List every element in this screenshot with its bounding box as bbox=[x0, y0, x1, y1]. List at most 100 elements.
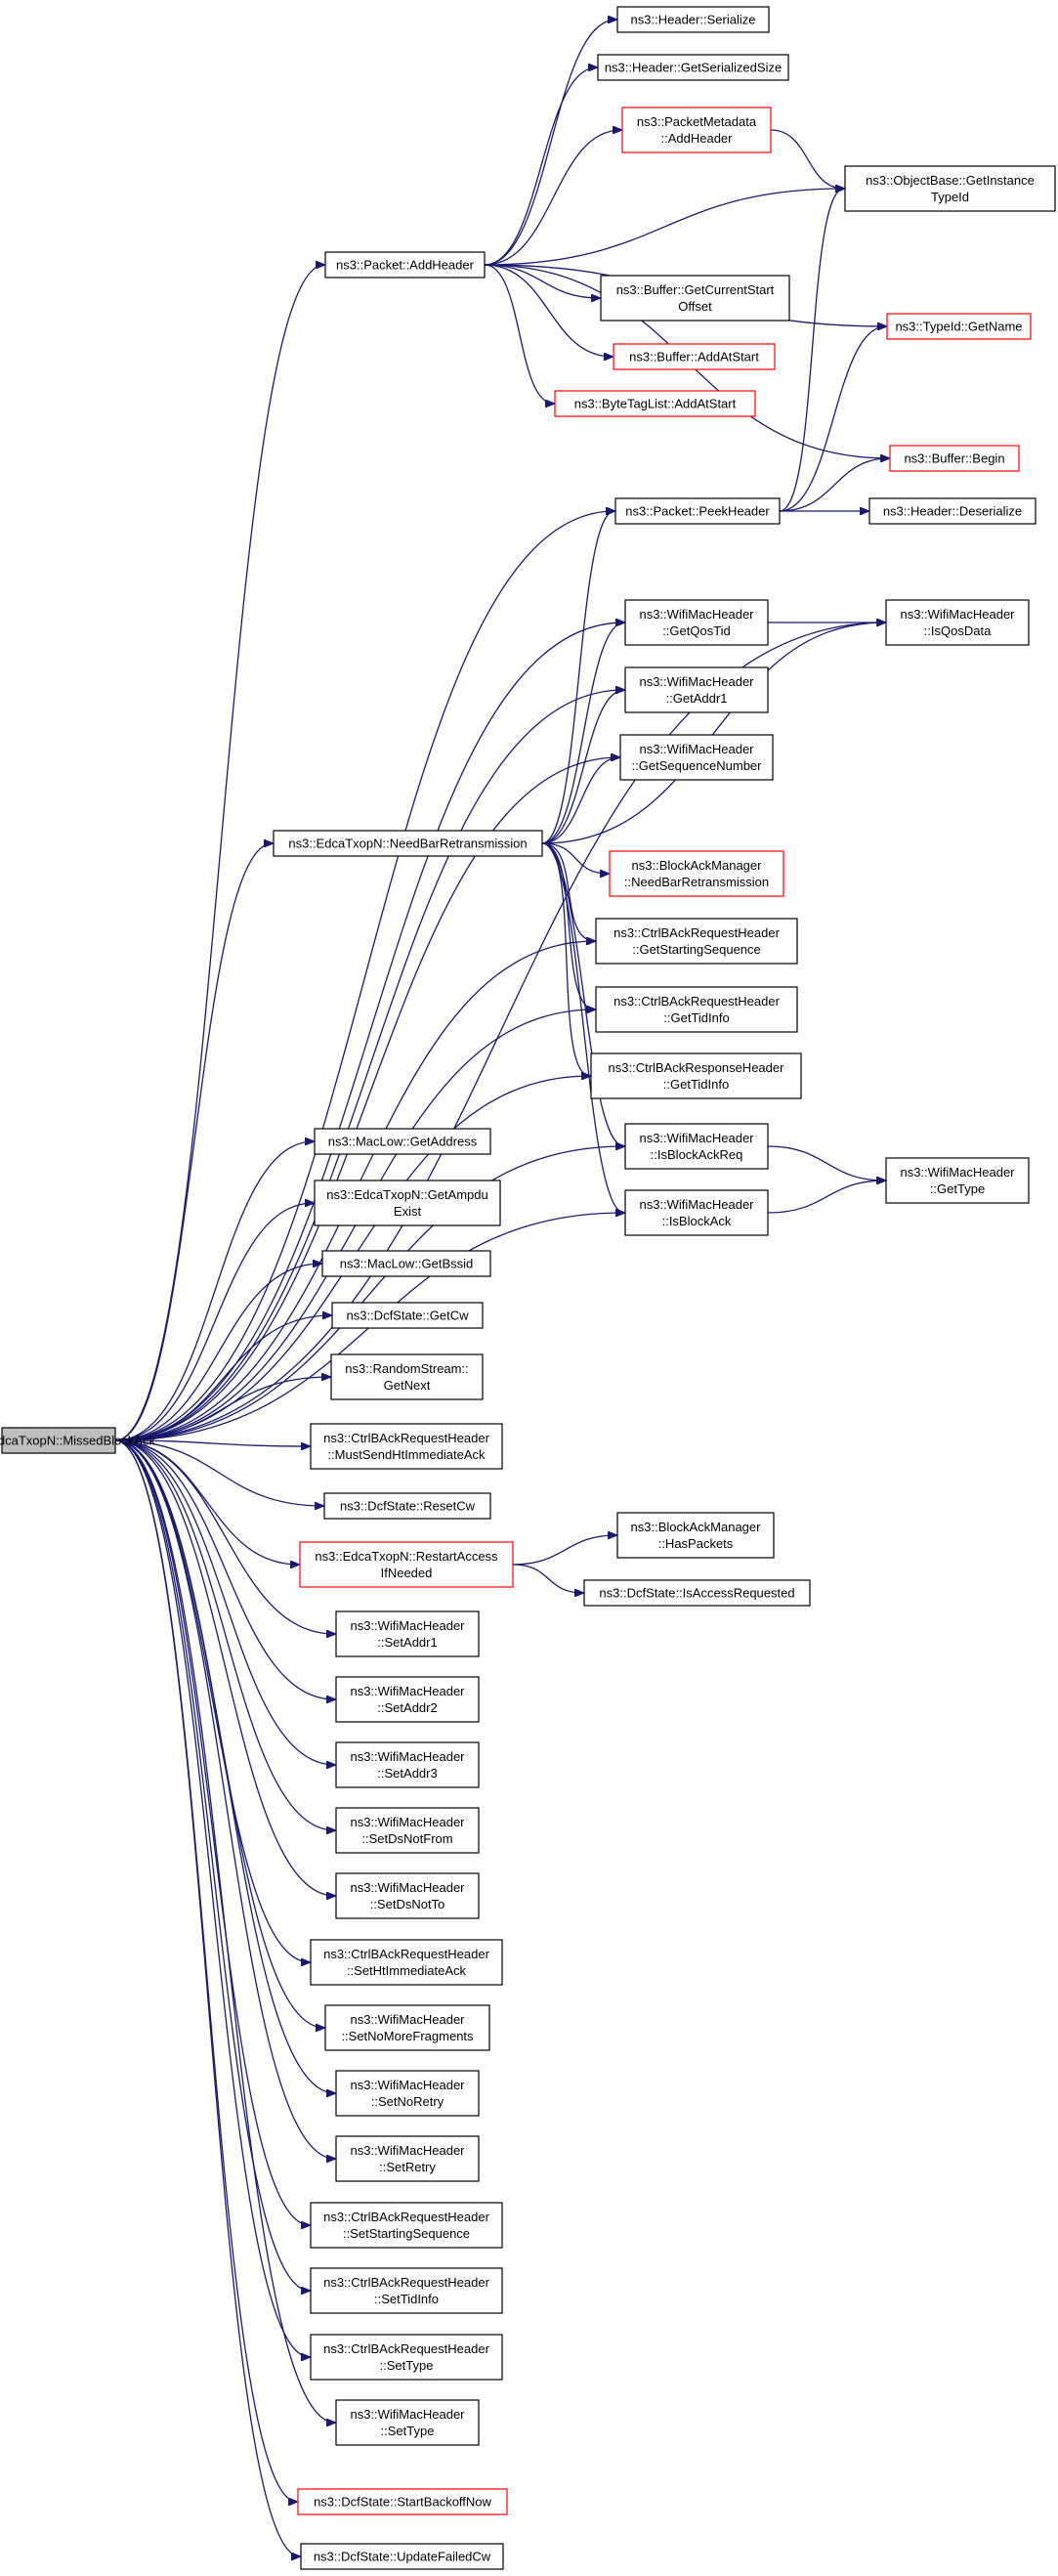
node-wmh_setnoretry[interactable]: ns3::WifiMacHeader::SetNoRetry bbox=[335, 2070, 480, 2117]
node-wmh_getseqnum[interactable]: ns3::WifiMacHeader::GetSequenceNumber bbox=[619, 734, 774, 781]
node-buf_begin[interactable]: ns3::Buffer::Begin bbox=[889, 445, 1020, 472]
node-bam_haspackets[interactable]: ns3::BlockAckManager::HasPackets bbox=[616, 1512, 775, 1559]
node-label: ::SetType bbox=[381, 2424, 435, 2438]
node-cbreq_settype[interactable]: ns3::CtrlBAckRequestHeader::SetType bbox=[310, 2334, 503, 2381]
node-label: ns3::DcfState::GetCw bbox=[347, 1309, 470, 1323]
node-wmh_gettype[interactable]: ns3::WifiMacHeader::GetType bbox=[885, 1157, 1030, 1204]
node-label: ns3::Header::GetSerializedSize bbox=[605, 61, 782, 75]
edge-root-to-wmh_getaddr1 bbox=[114, 690, 624, 1441]
node-label: ns3::WifiMacHeader bbox=[639, 607, 754, 622]
node-label: ::SetDsNotFrom bbox=[361, 1831, 452, 1846]
node-wmh_getqostid[interactable]: ns3::WifiMacHeader::GetQosTid bbox=[624, 599, 769, 646]
node-box bbox=[310, 2267, 503, 2314]
node-cbreq_mustsend[interactable]: ns3::CtrlBAckRequestHeader::MustSendHtIm… bbox=[310, 1423, 503, 1470]
node-label: ns3::MacLow::GetBssid bbox=[340, 1257, 474, 1271]
node-label: ns3::WifiMacHeader bbox=[900, 1165, 1015, 1180]
node-dcf_updatefailedcw[interactable]: ns3::DcfState::UpdateFailedCw bbox=[300, 2543, 504, 2570]
node-dcf_isaccessreq[interactable]: ns3::DcfState::IsAccessRequested bbox=[583, 1579, 811, 1607]
node-dcf_startbackoff[interactable]: ns3::DcfState::StartBackoffNow bbox=[297, 2488, 508, 2515]
node-dcf_getcw[interactable]: ns3::DcfState::GetCw bbox=[331, 1302, 484, 1329]
node-rs_getnext[interactable]: ns3::RandomStream::GetNext bbox=[330, 1353, 484, 1400]
node-label: ::SetRetry bbox=[379, 2160, 436, 2174]
node-box bbox=[297, 2488, 508, 2515]
node-maclow_getaddress[interactable]: ns3::MacLow::GetAddress bbox=[314, 1128, 491, 1155]
node-label: ns3::CtrlBAckRequestHeader bbox=[323, 1947, 489, 1961]
node-label: ::NeedBarRetransmission bbox=[624, 875, 769, 889]
node-hdr_serialize[interactable]: ns3::Header::Serialize bbox=[616, 6, 770, 33]
node-label: ::SetNoRetry bbox=[371, 2094, 444, 2109]
node-label: GetNext bbox=[384, 1378, 431, 1393]
node-cbreq_setstartseq[interactable]: ns3::CtrlBAckRequestHeader::SetStartingS… bbox=[310, 2202, 503, 2249]
node-cbreq_gettidinfo[interactable]: ns3::CtrlBAckRequestHeader::GetTidInfo bbox=[595, 986, 798, 1033]
node-hdr_getsersize[interactable]: ns3::Header::GetSerializedSize bbox=[597, 54, 789, 81]
edge-root-to-wmh_setaddr3 bbox=[114, 1439, 335, 1765]
node-wmh_setretry[interactable]: ns3::WifiMacHeader::SetRetry bbox=[335, 2135, 480, 2182]
edge-needbar-to-wmh_getaddr1 bbox=[541, 690, 624, 844]
node-pktmeta_addheader[interactable]: ns3::PacketMetadata::AddHeader bbox=[621, 107, 772, 153]
node-label: ::GetQosTid bbox=[662, 623, 731, 638]
edge-addheader-to-hdr_serialize bbox=[484, 20, 616, 266]
node-wmh_setaddr2[interactable]: ns3::WifiMacHeader::SetAddr2 bbox=[335, 1676, 480, 1723]
edge-root-to-restartaccess bbox=[114, 1439, 299, 1565]
node-box bbox=[621, 107, 772, 153]
node-wmh_setdsnotfrom[interactable]: ns3::WifiMacHeader::SetDsNotFrom bbox=[335, 1807, 480, 1854]
node-box bbox=[619, 734, 774, 781]
node-label: ns3::WifiMacHeader bbox=[639, 742, 754, 756]
node-label: ns3::CtrlBAckRequestHeader bbox=[614, 925, 780, 940]
node-maclow_getbssid[interactable]: ns3::MacLow::GetBssid bbox=[321, 1250, 491, 1277]
node-label: ::GetStartingSequence bbox=[632, 942, 761, 957]
node-cbreq_settidinfo[interactable]: ns3::CtrlBAckRequestHeader::SetTidInfo bbox=[310, 2267, 503, 2314]
node-label: ::GetTidInfo bbox=[663, 1010, 729, 1025]
node-label: ns3::Header::Serialize bbox=[631, 13, 756, 27]
node-label: ::SetDsNotTo bbox=[370, 1897, 445, 1911]
node-box bbox=[844, 165, 1056, 212]
node-wmh_isblockackreq[interactable]: ns3::WifiMacHeader::IsBlockAckReq bbox=[624, 1123, 769, 1170]
node-box bbox=[299, 1541, 514, 1588]
node-wmh_setaddr3[interactable]: ns3::WifiMacHeader::SetAddr3 bbox=[335, 1741, 480, 1788]
node-box bbox=[616, 6, 770, 33]
node-bam_needbar[interactable]: ns3::BlockAckManager::NeedBarRetransmiss… bbox=[609, 850, 784, 897]
node-needbar[interactable]: ns3::EdcaTxopN::NeedBarRetransmission bbox=[273, 830, 543, 857]
node-wmh_isqosdata[interactable]: ns3::WifiMacHeader::IsQosData bbox=[885, 599, 1030, 646]
node-label: ::MustSendHtImmediateAck bbox=[327, 1447, 486, 1462]
node-wmh_settype[interactable]: ns3::WifiMacHeader::SetType bbox=[335, 2399, 480, 2446]
node-wmh_getaddr1[interactable]: ns3::WifiMacHeader::GetAddr1 bbox=[624, 666, 769, 713]
node-peekheader[interactable]: ns3::Packet::PeekHeader bbox=[614, 497, 781, 525]
node-dcf_resetcw[interactable]: ns3::DcfState::ResetCw bbox=[323, 1492, 491, 1520]
node-wmh_isblockack[interactable]: ns3::WifiMacHeader::IsBlockAck bbox=[624, 1189, 769, 1236]
node-btl_addatstart[interactable]: ns3::ByteTagList::AddAtStart bbox=[554, 390, 756, 417]
node-box bbox=[323, 1492, 491, 1520]
node-box bbox=[335, 2399, 480, 2446]
edge-root-to-wmh_setretry bbox=[114, 1439, 335, 2159]
edge-root-to-cbreq_setstartseq bbox=[114, 1439, 310, 2225]
node-buf_addatstart[interactable]: ns3::Buffer::AddAtStart bbox=[613, 343, 776, 370]
edge-needbar-to-wmh_getseqnum bbox=[541, 757, 619, 844]
node-wmh_setaddr1[interactable]: ns3::WifiMacHeader::SetAddr1 bbox=[335, 1610, 480, 1657]
node-cbreq_getstartseq[interactable]: ns3::CtrlBAckRequestHeader::GetStartingS… bbox=[595, 918, 798, 965]
node-typeid_getname[interactable]: ns3::TypeId::GetName bbox=[886, 313, 1032, 340]
node-cbreq_sethtimm[interactable]: ns3::CtrlBAckRequestHeader::SetHtImmedia… bbox=[310, 1939, 503, 1986]
edge-root-to-wmh_settype bbox=[114, 1439, 335, 2423]
node-root[interactable]: ns3::EdcaTxopN::MissedBlockAck bbox=[0, 1427, 155, 1454]
node-cbresp_gettidinfo[interactable]: ns3::CtrlBAckResponseHeader::GetTidInfo bbox=[590, 1052, 802, 1099]
node-label: ns3::WifiMacHeader bbox=[350, 2078, 465, 2092]
edge-needbar-to-bam_needbar bbox=[541, 842, 609, 874]
node-addheader[interactable]: ns3::Packet::AddHeader bbox=[324, 251, 486, 279]
node-hdr_deserialize[interactable]: ns3::Header::Deserialize bbox=[868, 497, 1037, 525]
edge-root-to-cbreq_settidinfo bbox=[114, 1439, 310, 2291]
node-label: ::GetType bbox=[930, 1181, 985, 1196]
node-label: ::SetAddr2 bbox=[377, 1700, 437, 1715]
node-box bbox=[330, 1353, 484, 1400]
node-label: ns3::TypeId::GetName bbox=[895, 320, 1022, 334]
edge-root-to-rs_getnext bbox=[114, 1377, 330, 1441]
node-label: ::SetHtImmediateAck bbox=[347, 1963, 467, 1978]
node-label: ns3::Buffer::AddAtStart bbox=[629, 350, 759, 365]
node-wmh_setdsnotto[interactable]: ns3::WifiMacHeader::SetDsNotTo bbox=[335, 1872, 480, 1919]
node-box bbox=[624, 666, 769, 713]
node-label: Exist bbox=[394, 1204, 422, 1219]
node-wmh_setnomorefrag[interactable]: ns3::WifiMacHeader::SetNoMoreFragments bbox=[324, 2004, 490, 2051]
